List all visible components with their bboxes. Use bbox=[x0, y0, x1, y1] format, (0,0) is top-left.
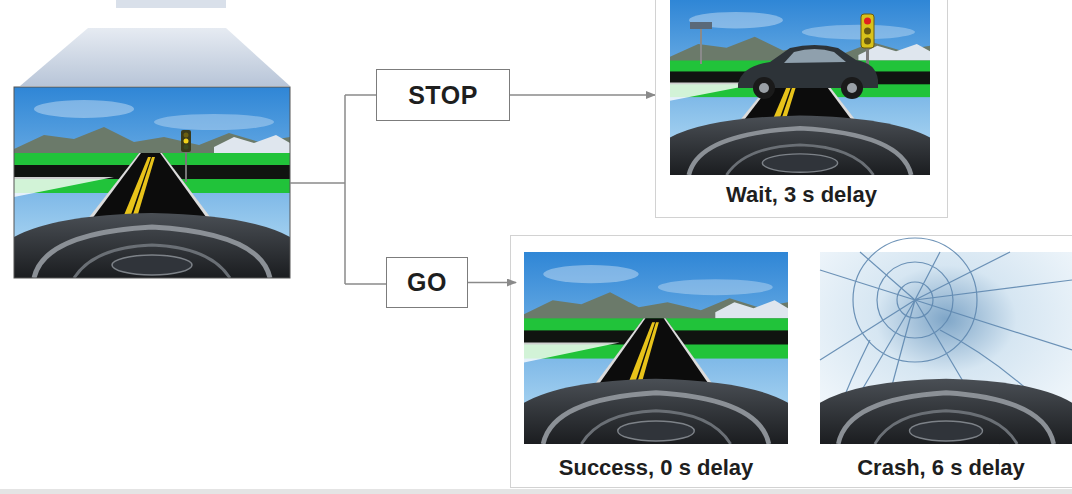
start-scene bbox=[14, 87, 290, 278]
wait-scene bbox=[670, 0, 930, 175]
outcome-figure: Crash, 6 s delay bbox=[812, 248, 1070, 484]
decision-label: GO bbox=[407, 268, 447, 297]
decision-label: STOP bbox=[408, 81, 478, 110]
outcome-caption: Crash, 6 s delay bbox=[854, 455, 1028, 480]
success-scene bbox=[524, 252, 788, 444]
crash-scene bbox=[820, 238, 1072, 444]
arrow-connector bbox=[510, 94, 655, 96]
outcome-panel: Wait, 3 s delay bbox=[655, 0, 948, 218]
branch-lines bbox=[290, 95, 386, 284]
arrow-connector bbox=[468, 282, 516, 284]
outcome-panel bbox=[511, 236, 1072, 488]
caption-row: Crash, 6 s delay bbox=[812, 455, 1070, 481]
caption-row: Success, 0 s delay bbox=[516, 455, 796, 481]
outcome-figure: Success, 0 s delay bbox=[516, 248, 796, 484]
decision-box: GO bbox=[386, 257, 468, 308]
caption-row: Wait, 3 s delay bbox=[656, 182, 947, 208]
outcome-caption: Success, 0 s delay bbox=[556, 455, 756, 480]
outcome-caption: Wait, 3 s delay bbox=[723, 182, 880, 207]
decision-box: STOP bbox=[376, 69, 510, 121]
passing-car bbox=[738, 45, 878, 99]
